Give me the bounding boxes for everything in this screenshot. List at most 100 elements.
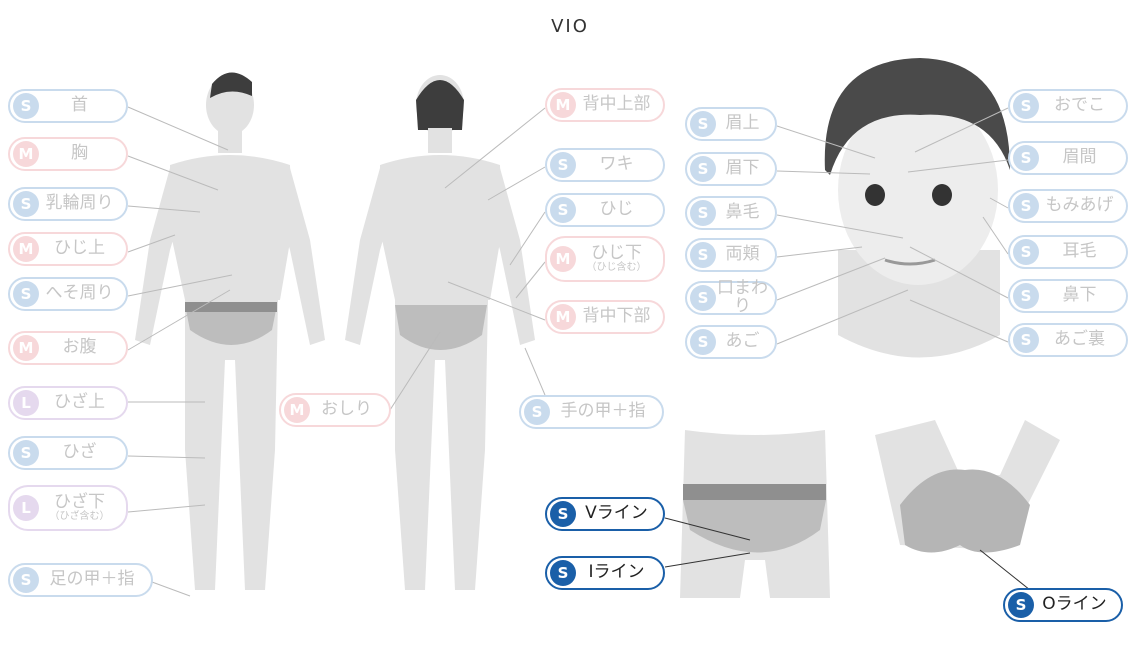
area-name-text: 眉上 <box>725 113 760 134</box>
size-badge: S <box>690 156 716 182</box>
area-label-v-line[interactable]: S Vライン <box>545 497 665 531</box>
area-label-nose-hair[interactable]: S 鼻毛 <box>685 196 777 230</box>
area-name-text: お腹 <box>62 337 97 358</box>
page-title: VIO <box>551 16 589 37</box>
area-name: 乳輪周り <box>39 194 126 213</box>
area-name: あご <box>716 331 775 352</box>
area-name-text: 胸 <box>71 143 88 164</box>
area-label-upper-back[interactable]: M 背中上部 <box>545 88 665 122</box>
size-badge: S <box>13 191 39 217</box>
back-body <box>345 75 535 590</box>
size-badge: M <box>13 141 39 167</box>
area-label-below-brow[interactable]: S 眉下 <box>685 152 777 186</box>
area-name-text: ひじ <box>599 199 634 220</box>
area-name-text: あご <box>725 331 760 352</box>
area-name: 眉上 <box>716 113 775 134</box>
area-label-lower-elbow[interactable]: M ひじ下（ひじ含む） <box>545 236 665 282</box>
area-name-text: おでこ <box>1054 95 1105 116</box>
area-name-text: Iライン <box>588 562 645 583</box>
area-name: 足の甲＋指 <box>39 569 151 590</box>
area-label-foot[interactable]: S 足の甲＋指 <box>8 563 153 597</box>
area-name: 胸 <box>39 143 126 164</box>
area-name-text: Oライン <box>1042 594 1107 615</box>
size-badge: S <box>13 440 39 466</box>
size-badge: M <box>13 335 39 361</box>
area-name: おしり <box>310 399 389 420</box>
vio-front-illustration <box>680 430 830 598</box>
front-body <box>135 72 325 590</box>
area-name: ひじ上 <box>39 239 126 258</box>
size-badge: S <box>550 152 576 178</box>
size-badge: S <box>1013 239 1039 265</box>
size-badge: M <box>550 92 576 118</box>
area-name-text: Vライン <box>585 503 648 524</box>
area-name: 首 <box>39 96 126 115</box>
area-name-text: 鼻毛 <box>725 202 760 223</box>
size-badge: L <box>13 390 39 416</box>
area-name-text: あご裏 <box>1054 329 1105 350</box>
vio-leader-lines <box>664 517 1031 591</box>
area-label-belly[interactable]: M お腹 <box>8 331 128 365</box>
area-name: へそ周り <box>39 283 126 304</box>
leader-lines <box>127 106 1009 597</box>
area-note: （ひじ含む） <box>586 261 647 273</box>
face-illustration <box>824 58 1010 358</box>
area-name: ひじ <box>576 199 663 220</box>
area-name-text: 鼻下 <box>1062 285 1097 306</box>
area-name-text: 眉下 <box>725 158 760 179</box>
size-badge: S <box>690 111 716 137</box>
size-badge: S <box>690 242 716 268</box>
area-label-navel[interactable]: S へそ周り <box>8 277 128 311</box>
size-badge: S <box>13 281 39 307</box>
size-badge: M <box>550 246 576 272</box>
size-badge: S <box>690 329 716 355</box>
area-name: 眉間 <box>1039 148 1126 167</box>
size-badge: S <box>690 200 716 226</box>
size-badge: S <box>13 567 39 593</box>
area-name: 両頬 <box>716 244 775 265</box>
area-name-text: もみあげ <box>1045 195 1114 216</box>
size-badge: S <box>1013 145 1039 171</box>
size-badge: S <box>13 93 39 119</box>
area-name: お腹 <box>39 337 126 358</box>
area-name-text: おしり <box>321 399 372 420</box>
size-badge: S <box>524 399 550 425</box>
area-name: 背中下部 <box>576 307 663 326</box>
area-label-above-brow[interactable]: S 眉上 <box>685 107 777 141</box>
area-name-text: 足の甲＋指 <box>49 569 135 590</box>
area-name-text: ひじ下 <box>591 242 642 263</box>
area-name: 眉下 <box>716 158 775 179</box>
area-name: 口まわり <box>716 279 775 316</box>
area-name: 手の甲＋指 <box>550 402 662 421</box>
area-name: おでこ <box>1039 95 1126 116</box>
area-name-text: へそ周り <box>45 283 114 304</box>
size-badge: L <box>13 495 39 521</box>
size-badge: S <box>550 501 576 527</box>
area-label-chin[interactable]: S あご <box>685 325 777 359</box>
area-label-cheeks[interactable]: S 両頬 <box>685 238 777 272</box>
area-name-text: 背中上部 <box>582 94 651 115</box>
area-name-text: 両頬 <box>725 244 760 265</box>
